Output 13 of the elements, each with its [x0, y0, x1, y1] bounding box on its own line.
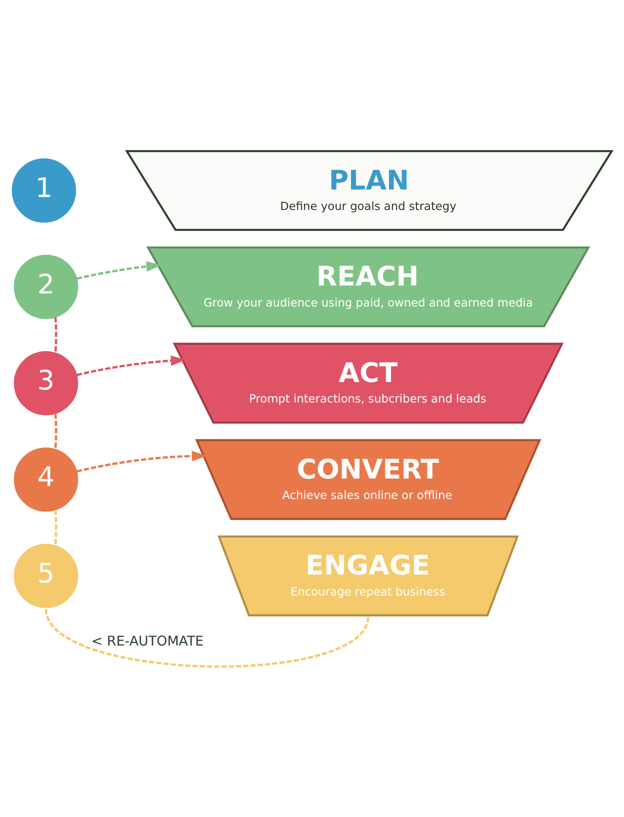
arrow [76, 354, 186, 376]
connector [54, 316, 58, 352]
node-circle: 3 [14, 350, 78, 415]
node-circle: 5 [14, 543, 78, 608]
node-circle: 1 [12, 158, 76, 222]
connector [54, 509, 58, 546]
connector [44, 608, 370, 668]
arrow [76, 260, 162, 280]
node-circle: 4 [14, 446, 78, 512]
edge-label: < RE-AUTOMATE [91, 634, 204, 650]
arrow [76, 450, 207, 472]
connector [54, 412, 58, 449]
node-circle: 2 [14, 254, 78, 318]
